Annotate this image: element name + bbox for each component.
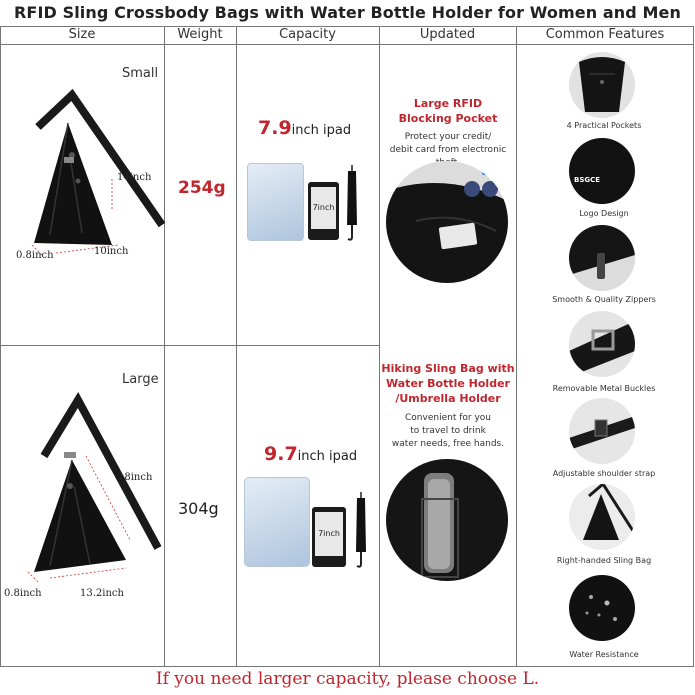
comparison-table xyxy=(0,26,694,666)
header-updated: Updated xyxy=(419,27,476,42)
small-capacity: 7.9inch ipad xyxy=(258,117,351,139)
size-large-label: Large xyxy=(122,372,159,387)
column-divider xyxy=(516,26,517,666)
large-capacity-size: 9.7 xyxy=(264,443,298,465)
small-capacity-unit: inch ipad xyxy=(291,123,352,138)
header-common-features: Common Features xyxy=(545,27,665,42)
rfid-pocket-title-line: Large RFID xyxy=(413,97,483,110)
small-weight: 254g xyxy=(178,178,226,198)
small-width-dimension: 10inch xyxy=(94,246,129,257)
kindle-screen-label: 7inch xyxy=(315,512,343,556)
kindle-image: 7inch xyxy=(308,182,339,240)
bottle-holder-title-line: Water Bottle Holder xyxy=(386,377,510,390)
logo-feature-image: BSGCE xyxy=(569,138,635,204)
rfid-pocket-image xyxy=(386,161,508,283)
large-width-dimension: 13.2inch xyxy=(80,588,124,599)
ipad-image xyxy=(244,477,310,567)
feature-label: 4 Practical Pockets xyxy=(566,121,642,130)
rfid-pocket-title-line: Blocking Pocket xyxy=(398,112,498,125)
row-divider xyxy=(0,345,379,346)
small-sling-bag-image xyxy=(31,88,166,256)
rfid-pocket-description-line: Protect your credit/ xyxy=(404,132,492,142)
large-sling-bag-image xyxy=(27,391,162,583)
small-height-dimension: 14inch xyxy=(117,172,152,183)
ipad-image xyxy=(247,163,304,241)
bottle-holder-title-line: Hiking Sling Bag with xyxy=(381,362,515,375)
large-capacity: 9.7inch ipad xyxy=(264,443,357,465)
feature-label: Water Resistance xyxy=(569,650,639,659)
bottle-holder-description-line: water needs, free hands. xyxy=(391,439,505,449)
column-divider xyxy=(164,26,165,666)
zipper-feature-image xyxy=(569,225,635,291)
column-divider xyxy=(236,26,237,666)
brand-logo-text: BSGCE xyxy=(574,176,601,184)
large-depth-dimension: 0.8inch xyxy=(4,588,42,599)
header-divider xyxy=(0,44,694,45)
rfid-pocket-title: Large RFID Blocking Pocket xyxy=(380,96,516,126)
pockets-feature-image xyxy=(569,52,635,118)
small-depth-dimension: 0.8inch xyxy=(16,250,54,261)
large-capacity-unit: inch ipad xyxy=(297,449,358,464)
bottle-holder-title-line: /Umbrella Holder xyxy=(395,392,501,405)
feature-label: Right-handed Sling Bag xyxy=(556,556,652,565)
kindle-image: 7inch xyxy=(312,507,346,567)
right-handed-feature-image xyxy=(569,484,635,550)
umbrella-image xyxy=(356,492,366,568)
small-capacity-size: 7.9 xyxy=(258,117,292,139)
buckle-feature-image xyxy=(569,311,635,377)
bottle-holder-description-line: to travel to drink xyxy=(410,426,486,436)
header-size: Size xyxy=(68,27,96,42)
bottle-holder-title: Hiking Sling Bag with Water Bottle Holde… xyxy=(380,361,516,406)
kindle-screen-label: 7inch xyxy=(311,187,336,229)
bottle-holder-image xyxy=(386,459,508,581)
column-divider xyxy=(379,26,380,666)
large-height-dimension: 18inch xyxy=(118,472,153,483)
footer-note: If you need larger capacity, please choo… xyxy=(155,669,540,689)
page-title: RFID Sling Crossbody Bags with Water Bot… xyxy=(14,3,681,22)
water-resistance-feature-image xyxy=(569,575,635,641)
header-capacity: Capacity xyxy=(279,27,336,42)
umbrella-image xyxy=(347,165,357,241)
header-weight: Weight xyxy=(177,27,223,42)
bottle-holder-description: Convenient for you to travel to drink wa… xyxy=(380,412,516,451)
footer-divider xyxy=(0,666,694,667)
bottle-holder-description-line: Convenient for you xyxy=(405,413,491,423)
large-weight: 304g xyxy=(178,499,219,518)
feature-label: Smooth & Quality Zippers xyxy=(552,295,656,304)
strap-feature-image xyxy=(569,398,635,464)
feature-label: Logo Design xyxy=(579,209,629,218)
size-small-label: Small xyxy=(122,66,159,81)
feature-label: Removable Metal Buckles xyxy=(552,384,656,393)
feature-label: Adjustable shoulder strap xyxy=(552,469,656,478)
